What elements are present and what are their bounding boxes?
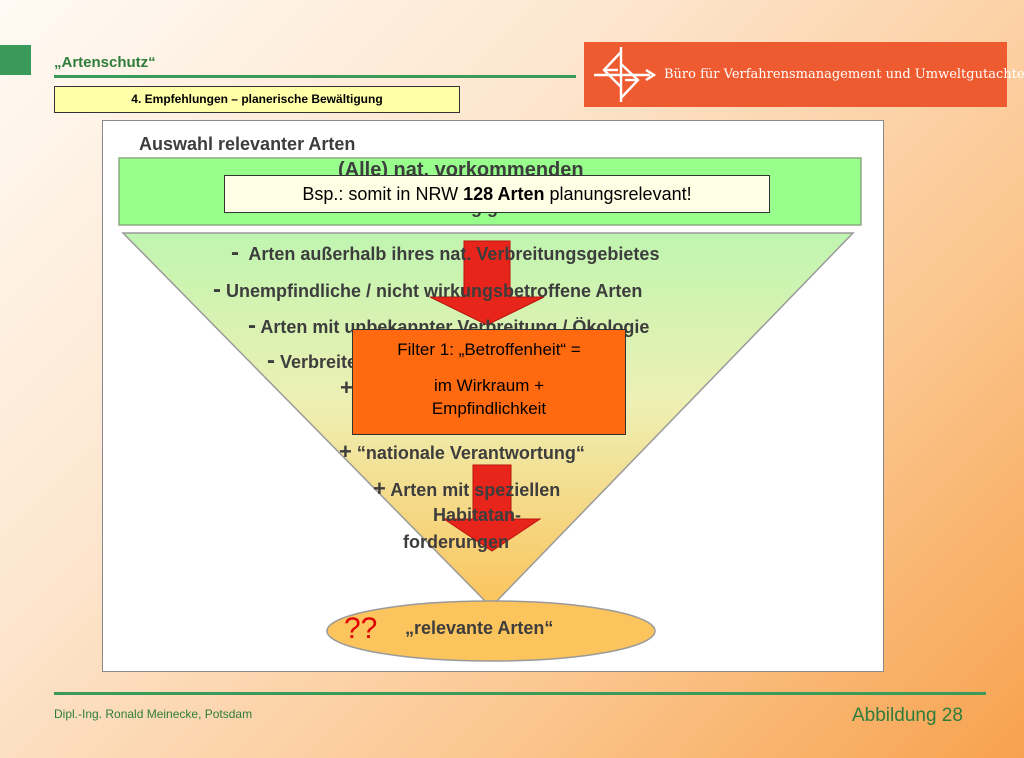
habitat-line-1: Habitatan- — [433, 505, 522, 525]
filter-item: - Unempfindliche / nicht wirkungsbetroff… — [213, 276, 642, 304]
filter-callout-line-1: Filter 1: „Betroffenheit“ = — [397, 340, 581, 359]
filter-callout-line-3: Empfindlichkeit — [431, 399, 547, 418]
plus-sign: + — [339, 439, 352, 464]
filter-item-label: “nationale Verantwortung“ — [356, 443, 585, 463]
minus-sign: - — [248, 312, 256, 339]
habitat-line-2: forderungen — [403, 532, 509, 552]
filter-item-label: Arten mit speziellen — [390, 480, 561, 500]
filter-item: + “nationale Verantwortung“ — [339, 439, 585, 465]
example-note: Bsp.: somit in NRW 128 Arten planungsrel… — [224, 175, 770, 213]
logo-text: Büro für Verfahrensmanagement und Umwelt… — [664, 67, 1024, 82]
footer-author: Dipl.-Ing. Ronald Meinecke, Potsdam — [54, 707, 253, 721]
filter-item-label: Unempfindliche / nicht wirkungsbetroffen… — [226, 281, 643, 301]
filter-item: - Arten außerhalb ihres nat. Verbreitung… — [231, 239, 659, 267]
filter-callout: Filter 1: „Betroffenheit“ = im Wirkraum … — [352, 329, 626, 435]
filter-item: + Arten mit speziellen — [373, 476, 560, 502]
filter-item-label: Arten außerhalb ihres nat. Verbreitungsg… — [248, 244, 660, 264]
section-heading: 4. Empfehlungen – planerische Bewältigun… — [54, 86, 460, 113]
header-divider — [54, 75, 576, 78]
note-prefix: Bsp.: somit in NRW — [302, 184, 464, 204]
plus-sign: + — [373, 476, 386, 501]
logo-icon — [594, 47, 657, 102]
note-suffix: planungsrelevant! — [544, 184, 692, 204]
minus-sign: - — [267, 347, 275, 374]
figure-title: Auswahl relevanter Arten — [139, 134, 356, 154]
result-label: „relevante Arten“ — [405, 618, 554, 638]
minus-sign: - — [213, 276, 221, 303]
minus-sign: - — [231, 239, 239, 266]
question-marks: ?? — [344, 612, 378, 645]
plus-sign: + — [340, 375, 353, 400]
footer-divider — [54, 692, 986, 695]
company-logo: Büro für Verfahrensmanagement und Umwelt… — [584, 42, 1024, 107]
figure-number: Abbildung 28 — [852, 705, 963, 726]
note-count: 128 Arten — [463, 184, 545, 204]
page-title: „Artenschutz“ — [54, 54, 156, 71]
filter-callout-line-2: im Wirkraum + — [433, 376, 545, 395]
corner-accent — [0, 45, 31, 75]
